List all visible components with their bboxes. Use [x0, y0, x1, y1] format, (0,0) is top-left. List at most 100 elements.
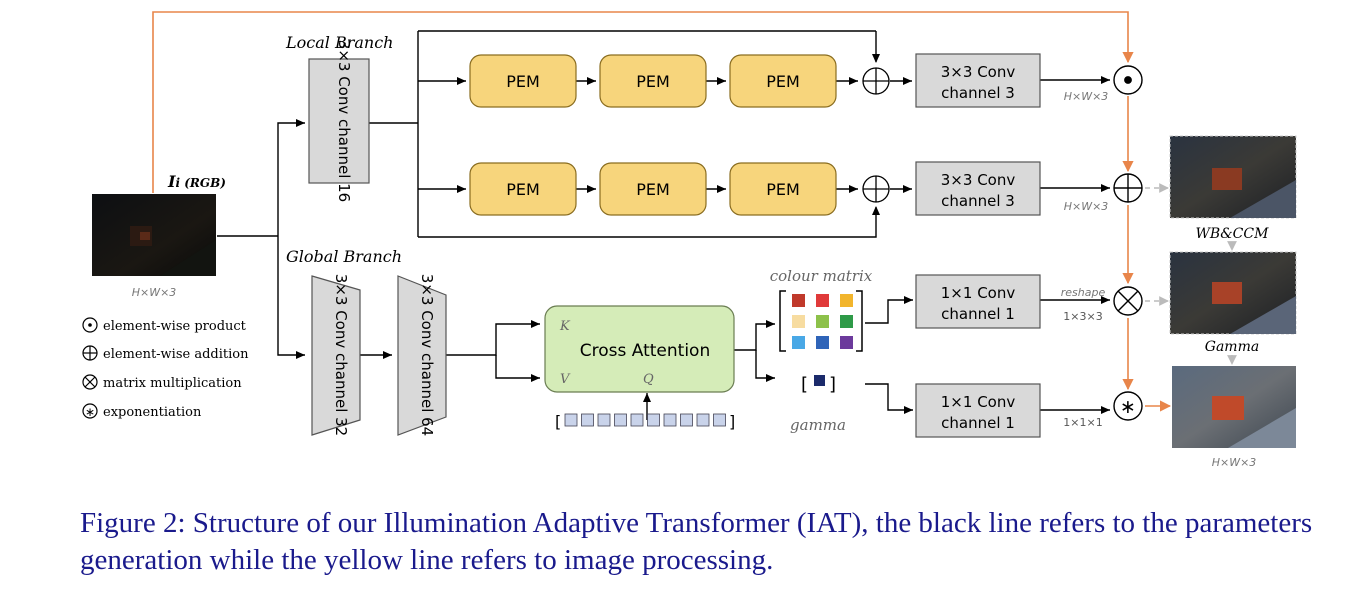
query-token — [680, 413, 693, 427]
key-label: K — [559, 319, 571, 334]
pem-row-bottom: PEM PEM PEM — [469, 162, 837, 216]
cross-attention-block: Cross Attention K V Q — [544, 305, 735, 393]
query-token — [647, 413, 660, 427]
query-token — [597, 413, 611, 427]
figure-caption: Figure 2: Structure of our Illumination … — [80, 507, 1313, 576]
colour-matrix-cell — [840, 315, 853, 328]
wb-ccm-output-image — [1169, 251, 1297, 335]
global-conv2-block: 3×3 Conv channel 64 — [397, 274, 447, 436]
pem-label: PEM — [766, 180, 800, 199]
final-dims: H×W×3 — [1212, 456, 1257, 469]
query-token — [663, 413, 677, 427]
colour-matrix-cell — [792, 336, 805, 349]
final-output-image — [1172, 366, 1296, 448]
gamma-image-label: Gamma — [1205, 339, 1259, 355]
svg-text:element-wise addition: element-wise addition — [103, 347, 249, 362]
dims-mid: H×W×3 — [1064, 200, 1109, 213]
iat-architecture-diagram: Ii (RGB) H×W×3 Local Branch Global Branc… — [82, 11, 1297, 469]
exponentiation-star: ∗ — [1120, 396, 1136, 418]
query-token — [713, 413, 726, 427]
query-label: Q — [643, 372, 654, 387]
input-dims: H×W×3 — [132, 286, 177, 299]
parameter-arrowheads — [296, 54, 1110, 414]
svg-text:matrix multiplication: matrix multiplication — [103, 376, 242, 391]
svg-text:[: [ — [555, 412, 561, 431]
colour-matrix-cell — [816, 336, 829, 349]
pem-addition-icons — [862, 67, 890, 203]
pem-row-top: PEM PEM PEM — [469, 54, 837, 108]
colour-matrix-cell — [792, 294, 805, 307]
svg-text:3×3 Conv channel 64: 3×3 Conv channel 64 — [418, 274, 436, 436]
global-branch-label: Global Branch — [286, 247, 402, 266]
pem-block — [599, 162, 707, 216]
svg-text:1×1 Conv: 1×1 Conv — [941, 393, 1016, 411]
dims-reshape: 1×3×3 — [1063, 310, 1102, 323]
svg-text:[: [ — [801, 374, 808, 395]
query-token — [581, 413, 594, 427]
local-conv-block: 3×3 Conv channel 16 — [308, 40, 370, 202]
pem-label: PEM — [636, 72, 670, 91]
operator-column — [1113, 65, 1143, 421]
legend-item: element-wise addition — [82, 345, 249, 362]
legend-item: matrix multiplication — [82, 374, 242, 391]
output-dashed-lines — [1145, 183, 1237, 365]
wb-ccm-input-image — [1169, 135, 1297, 219]
query-token — [564, 413, 578, 427]
conv3-mid-block: 3×3 Conv channel 3 — [915, 161, 1041, 216]
local-conv-label: 3×3 Conv channel 16 — [335, 40, 353, 202]
colour-matrix-cell — [840, 336, 853, 349]
exponentiation-icon — [1113, 391, 1143, 421]
pem-label: PEM — [506, 180, 540, 199]
colour-matrix — [779, 290, 863, 352]
conv3-top-block: 3×3 Conv channel 3 — [915, 53, 1041, 108]
gamma-value: [ ] — [801, 374, 836, 395]
local-branch-label: Local Branch — [285, 33, 393, 52]
query-token — [614, 413, 627, 427]
pem-label: PEM — [636, 180, 670, 199]
pem-block — [469, 54, 577, 108]
gamma-label: gamma — [790, 416, 846, 434]
svg-text:channel 3: channel 3 — [941, 192, 1015, 210]
svg-text:∗: ∗ — [85, 405, 95, 419]
colour-matrix-cell — [840, 294, 853, 307]
pem-block — [729, 162, 837, 216]
pem-label: PEM — [506, 72, 540, 91]
svg-text:3×3 Conv: 3×3 Conv — [941, 171, 1016, 189]
legend: element-wise product element-wise additi… — [82, 317, 249, 420]
svg-text:channel 3: channel 3 — [941, 84, 1015, 102]
svg-text:3×3 Conv: 3×3 Conv — [941, 63, 1016, 81]
global-conv1-block: 3×3 Conv channel 32 — [311, 274, 361, 436]
legend-item: ∗ exponentiation — [82, 403, 202, 420]
query-token — [696, 413, 710, 427]
value-label: V — [560, 372, 571, 387]
pem-block — [469, 162, 577, 216]
svg-text:channel 1: channel 1 — [941, 305, 1015, 323]
svg-text:channel 1: channel 1 — [941, 414, 1015, 432]
colour-matrix-cell — [816, 315, 829, 328]
input-image — [92, 194, 216, 276]
svg-text:]: ] — [729, 412, 735, 431]
colour-matrix-cell — [792, 315, 805, 328]
query-token — [630, 413, 644, 427]
colour-matrix-cell — [816, 294, 829, 307]
wb-ccm-label: WB&CCM — [1196, 226, 1270, 242]
svg-text:exponentiation: exponentiation — [103, 405, 202, 420]
dims-top: H×W×3 — [1064, 90, 1109, 103]
query-tokens: [ ] — [555, 412, 735, 431]
conv1-bottom-block: 1×1 Conv channel 1 — [915, 383, 1041, 438]
svg-text:3×3 Conv channel 32: 3×3 Conv channel 32 — [332, 274, 350, 436]
pem-label: PEM — [766, 72, 800, 91]
colour-matrix-label: colour matrix — [770, 267, 873, 285]
exponentiation-icon — [82, 403, 98, 419]
reshape-label: reshape — [1061, 286, 1106, 299]
conv1-top-block: 1×1 Conv channel 1 — [915, 274, 1041, 329]
dims-gamma: 1×1×1 — [1063, 416, 1102, 429]
svg-text:Cross Attention: Cross Attention — [580, 341, 710, 361]
input-label: Ii (RGB) — [167, 172, 226, 191]
svg-text:element-wise product: element-wise product — [103, 319, 247, 334]
svg-text:1×1 Conv: 1×1 Conv — [941, 284, 1016, 302]
image-processing-path — [152, 11, 1172, 412]
pem-block — [599, 54, 707, 108]
pem-block — [729, 54, 837, 108]
legend-item: element-wise product — [82, 317, 247, 334]
